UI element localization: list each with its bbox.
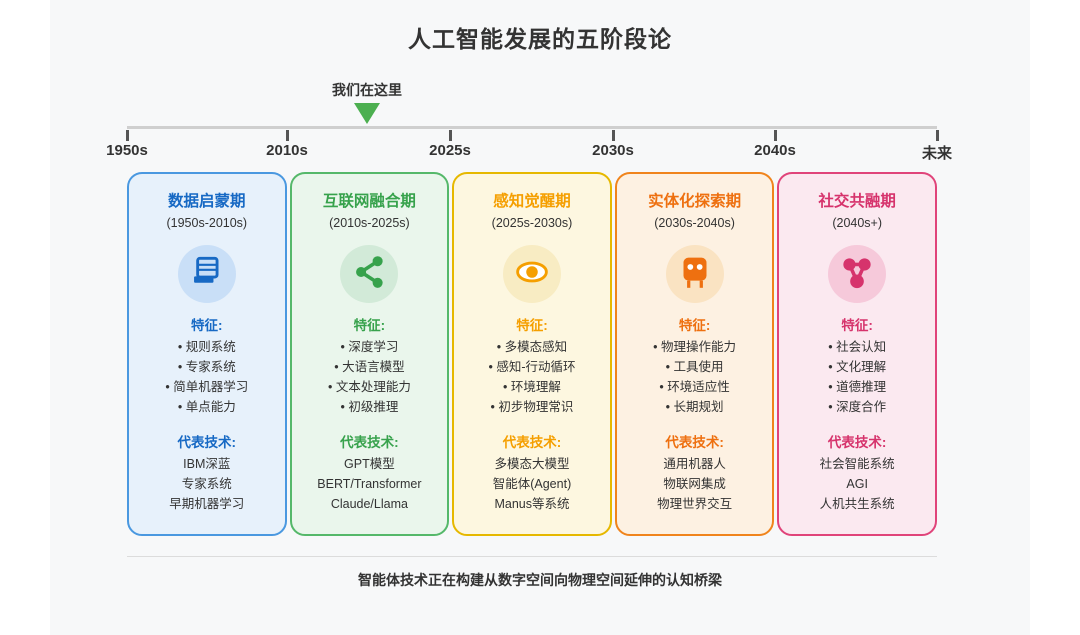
tech-list: IBM深蓝 专家系统 早期机器学习 <box>134 454 280 514</box>
stage-period: (2010s-2025s) <box>329 216 410 230</box>
footer-divider <box>127 556 937 557</box>
stage-icon-circle <box>665 245 724 303</box>
database-icon <box>184 249 230 300</box>
timeline-label-2040s: 2040s <box>754 142 796 159</box>
stage-icon-circle <box>177 245 236 303</box>
tech-item: 多模态大模型 <box>494 457 570 471</box>
feature-item: 大语言模型 <box>297 357 443 377</box>
timeline-label-2030s: 2030s <box>592 142 634 159</box>
stage-card-internet-fusion: 互联网融合期 (2010s-2025s) 特征: 深度学习 大语言模型 文本处理… <box>289 172 450 536</box>
timeline-tick <box>774 130 777 141</box>
features-list: 多模态感知 感知-行动循环 环境理解 初步物理常识 <box>459 337 605 417</box>
stage-period: (2025s-2030s) <box>491 216 573 230</box>
tech-item: BERT/Transformer <box>317 477 422 491</box>
feature-item: 环境理解 <box>459 377 605 397</box>
tech-item: IBM深蓝 <box>183 457 231 471</box>
feature-item: 文化理解 <box>784 357 930 377</box>
tech-list: 社会智能系统 AGI 人机共生系统 <box>784 454 930 514</box>
stage-period: (1950s-2010s) <box>166 216 248 230</box>
tech-item: 物联网集成 <box>663 477 726 491</box>
timeline-line <box>127 126 937 129</box>
tech-item: 人机共生系统 <box>819 497 895 511</box>
timeline-tick <box>612 130 615 141</box>
stage-icon-circle <box>502 245 561 303</box>
tech-label: 代表技术: <box>665 435 724 450</box>
stage-title: 互联网融合期 <box>322 193 416 210</box>
features-list: 物理操作能力 工具使用 环境适应性 长期规划 <box>622 337 768 417</box>
feature-item: 环境适应性 <box>622 377 768 397</box>
tech-item: 专家系统 <box>181 477 232 491</box>
tech-list: GPT模型 BERT/Transformer Claude/Llama <box>297 454 443 514</box>
tech-item: 智能体(Agent) <box>492 477 572 491</box>
feature-item: 专家系统 <box>134 357 280 377</box>
features-label: 特征: <box>191 318 223 333</box>
stage-cards-row: 数据启蒙期 (1950s-2010s) 特征: 规则系统 专家系统 简单机器学习… <box>127 172 937 536</box>
feature-item: 感知-行动循环 <box>459 357 605 377</box>
stage-card-perception-awakening: 感知觉醒期 (2025s-2030s) 特征: 多模态感知 感知-行动循环 环境… <box>452 172 612 536</box>
feature-item: 单点能力 <box>134 397 280 417</box>
stage-title: 感知觉醒期 <box>493 193 571 210</box>
feature-item: 规则系统 <box>134 337 280 357</box>
timeline-tick <box>449 130 452 141</box>
feature-item: 物理操作能力 <box>622 337 768 357</box>
feature-item: 深度合作 <box>784 397 930 417</box>
feature-item: 初步物理常识 <box>459 397 605 417</box>
footer-note: 智能体技术正在构建从数字空间向物理空间延伸的认知桥梁 <box>358 572 722 588</box>
timeline-tick <box>286 130 289 141</box>
tech-label: 代表技术: <box>827 435 887 450</box>
features-label: 特征: <box>353 318 386 333</box>
feature-item: 深度学习 <box>297 337 443 357</box>
feature-item: 社会认知 <box>784 337 930 357</box>
tech-item: AGI <box>846 477 868 491</box>
stage-icon-circle <box>340 245 399 303</box>
tech-label: 代表技术: <box>502 435 562 450</box>
tech-item: 社会智能系统 <box>819 457 895 471</box>
here-marker-label: 我们在这里 <box>332 82 402 98</box>
timeline-label-1950s: 1950s <box>106 142 148 159</box>
eye-icon <box>509 249 555 300</box>
timeline-tick <box>936 130 939 141</box>
timeline-label-2025s: 2025s <box>429 142 471 159</box>
feature-item: 长期规划 <box>622 397 768 417</box>
feature-item: 多模态感知 <box>459 337 605 357</box>
stage-card-data-enlightenment: 数据启蒙期 (1950s-2010s) 特征: 规则系统 专家系统 简单机器学习… <box>127 172 287 536</box>
tech-item: 物理世界交互 <box>657 497 733 511</box>
stage-period: (2030s-2040s) <box>654 216 735 230</box>
features-label: 特征: <box>516 318 548 333</box>
share-network-icon <box>346 249 392 300</box>
tech-item: 早期机器学习 <box>169 497 245 511</box>
stage-card-social-integration: 社交共融期 (2040s+) 特征: 社会认知 文化理解 道德推理 深度合作 <box>777 172 937 536</box>
feature-item: 初级推理 <box>297 397 443 417</box>
feature-item: 文本处理能力 <box>297 377 443 397</box>
robot-icon <box>672 249 718 300</box>
timeline-label-2010s: 2010s <box>266 142 308 159</box>
stage-icon-circle <box>828 245 887 303</box>
stage-card-embodied-exploration: 实体化探索期 (2030s-2040s) 特征: 物理操作能力 工具使用 环境适… <box>614 172 775 536</box>
network-nodes-icon <box>834 249 880 300</box>
tech-item: Manus等系统 <box>494 497 570 511</box>
features-label: 特征: <box>678 318 711 333</box>
tech-list: 多模态大模型 智能体(Agent) Manus等系统 <box>459 454 605 514</box>
page-title: 人工智能发展的五阶段论 <box>408 26 672 52</box>
features-label: 特征: <box>841 318 873 333</box>
features-list: 规则系统 专家系统 简单机器学习 单点能力 <box>134 337 280 417</box>
tech-list: 通用机器人 物联网集成 物理世界交互 <box>622 454 768 514</box>
timeline-tick <box>126 130 129 141</box>
stage-title: 社交共融期 <box>818 193 896 210</box>
feature-item: 简单机器学习 <box>134 377 280 397</box>
feature-item: 工具使用 <box>622 357 768 377</box>
feature-item: 道德推理 <box>784 377 930 397</box>
stage-period: (2040s+) <box>832 216 883 230</box>
tech-item: GPT模型 <box>344 457 395 471</box>
tech-label: 代表技术: <box>177 435 237 450</box>
tech-item: 通用机器人 <box>663 457 726 471</box>
tech-label: 代表技术: <box>340 435 399 450</box>
stage-title: 实体化探索期 <box>648 193 742 210</box>
tech-item: Claude/Llama <box>330 497 408 511</box>
features-list: 深度学习 大语言模型 文本处理能力 初级推理 <box>297 337 443 417</box>
stage-title: 数据启蒙期 <box>168 193 246 210</box>
features-list: 社会认知 文化理解 道德推理 深度合作 <box>784 337 930 417</box>
timeline-label-future: 未来 <box>921 145 953 162</box>
here-marker-triangle <box>354 103 380 124</box>
